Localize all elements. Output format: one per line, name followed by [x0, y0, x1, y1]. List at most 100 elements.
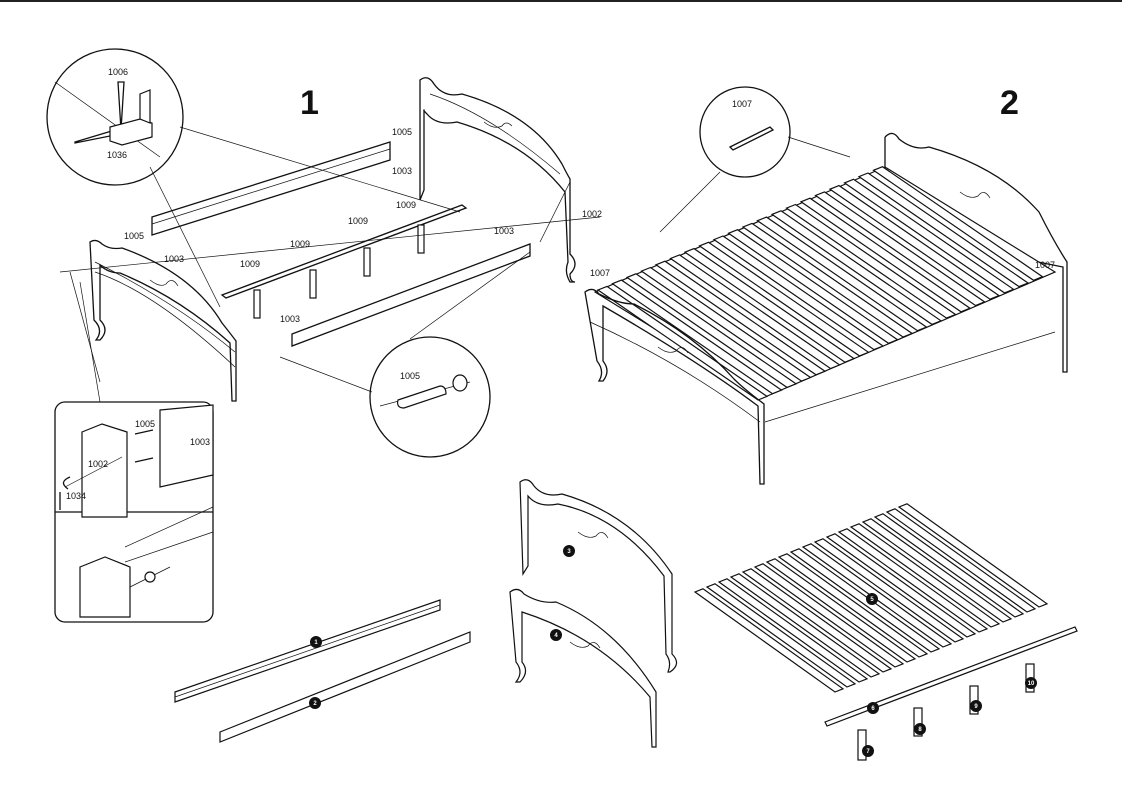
badge-part-1: 1: [310, 636, 322, 648]
label-1003-front: 1003: [280, 314, 300, 324]
badge-part-6: 6: [867, 702, 879, 714]
label-1009-a: 1009: [240, 259, 260, 269]
badge-part-3: 3: [563, 545, 575, 557]
label-1005-top: 1005: [392, 127, 412, 137]
slat: [669, 254, 841, 370]
bracket-callout: 1006 1036: [46, 48, 461, 308]
detail-panel: 1005 1003 1002 1034: [54, 271, 214, 623]
slat: [837, 528, 989, 633]
svg-text:3: 3: [567, 549, 571, 555]
part-leg-7: [857, 729, 867, 761]
screw-callout: 1007: [659, 86, 851, 233]
part-footboard-4: [509, 588, 657, 748]
svg-text:5: 5: [870, 597, 874, 603]
slat: [861, 518, 1013, 623]
slat: [654, 260, 827, 376]
detail-label-1003: 1003: [190, 437, 210, 447]
svg-text:7: 7: [866, 749, 870, 755]
slat: [596, 285, 769, 401]
part-headboard-3: [519, 479, 678, 673]
svg-text:1: 1: [314, 640, 318, 646]
slat: [611, 279, 783, 395]
badge-part-9: 9: [970, 700, 982, 712]
label-1009-b: 1009: [290, 239, 310, 249]
dowel-callout: 1005: [279, 251, 531, 458]
svg-text:10: 10: [1028, 681, 1035, 687]
slat: [814, 191, 986, 307]
slat: [625, 273, 798, 389]
badge-part-2: 2: [309, 697, 321, 709]
badge-part-5: 5: [866, 593, 878, 605]
label-1036: 1036: [107, 150, 127, 160]
slat: [693, 588, 845, 693]
slat: [799, 197, 972, 313]
slat: [753, 563, 905, 668]
slat: [729, 573, 881, 678]
slat: [873, 513, 1025, 618]
label-1009-d: 1009: [396, 200, 416, 210]
slat: [813, 538, 965, 643]
headboard-step1: [419, 77, 576, 283]
label-1003-top: 1003: [392, 166, 412, 176]
label-1007-callout: 1007: [732, 99, 752, 109]
slat: [777, 553, 929, 658]
label-1003-end: 1003: [494, 226, 514, 236]
slat: [705, 583, 857, 688]
slat: [843, 178, 1015, 294]
badge-part-10: 10: [1025, 677, 1037, 689]
slat: [828, 184, 1001, 300]
slat: [885, 508, 1037, 613]
label-1002: 1002: [582, 209, 602, 219]
part-leg-8: [913, 707, 923, 737]
slat: [785, 203, 957, 319]
detail-label-1002: 1002: [88, 459, 108, 469]
part-side-rail-2: [219, 631, 471, 743]
part-center-beam-6: [824, 626, 1078, 727]
label-1006: 1006: [108, 67, 128, 77]
slat: [765, 558, 917, 663]
slat: [770, 210, 943, 326]
side-rail-front: [291, 243, 531, 347]
part-leg-9: [969, 685, 979, 715]
slat: [683, 247, 856, 363]
slat: [857, 172, 1030, 288]
slat: [727, 229, 899, 344]
slat: [825, 533, 977, 638]
slat: [849, 523, 1001, 628]
slat: [789, 548, 941, 653]
slat: [698, 241, 870, 357]
svg-text:9: 9: [974, 704, 978, 710]
slat: [756, 216, 928, 332]
slat: [640, 266, 812, 382]
svg-text:6: 6: [871, 706, 875, 712]
svg-text:8: 8: [918, 727, 922, 733]
badge-part-7: 7: [862, 745, 874, 757]
label-1007-left: 1007: [590, 268, 610, 278]
detail-label-1005: 1005: [135, 419, 155, 429]
slat: [801, 543, 953, 648]
slats-assembled: [596, 166, 1044, 401]
label-1009-c: 1009: [348, 216, 368, 226]
slat: [741, 222, 914, 338]
slat: [712, 235, 885, 351]
slat: [717, 578, 869, 683]
slat: [872, 166, 1044, 281]
badge-part-8: 8: [914, 723, 926, 735]
part-side-rail-1: [174, 599, 441, 703]
part-slats-5: [693, 503, 1049, 693]
step-2-number: 2: [1000, 84, 1019, 122]
axis-line: [59, 216, 601, 273]
label-1005-callout: 1005: [400, 371, 420, 381]
svg-text:2: 2: [313, 701, 317, 707]
side-rail-back: [151, 141, 391, 236]
label-1003-left: 1003: [164, 254, 184, 264]
step-1-number: 1: [300, 84, 319, 122]
svg-text:4: 4: [554, 633, 558, 639]
footboard-step1: [89, 239, 237, 402]
label-1005-left: 1005: [124, 231, 144, 241]
label-1007-right: 1007: [1035, 260, 1055, 270]
slat: [897, 503, 1049, 608]
slat: [741, 568, 893, 673]
